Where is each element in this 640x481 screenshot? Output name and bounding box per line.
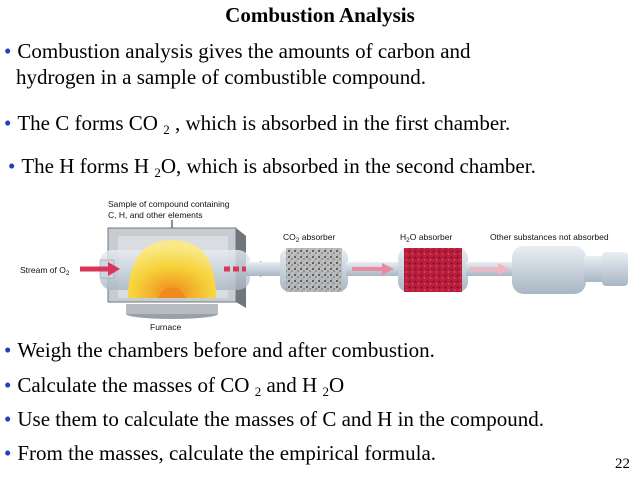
- bullet-text: Use them to calculate the masses of C an…: [17, 407, 544, 431]
- bullet-dot: •: [4, 111, 12, 135]
- sample-label: Sample of compound containing: [108, 199, 230, 209]
- bullet-text: O: [328, 373, 345, 397]
- bullet-text: The H forms H: [21, 154, 155, 178]
- bullet-weigh-chambers: •Weigh the chambers before and after com…: [4, 337, 435, 363]
- bullet-text: , which is absorbed in the first chamber…: [169, 111, 511, 135]
- bullet-text-continued: hydrogen in a sample of combustible comp…: [16, 65, 427, 89]
- sample-label-2: C, H, and other elements: [108, 210, 203, 220]
- bullet-text: O, which is absorbed in the second chamb…: [160, 154, 536, 178]
- combustion-apparatus-diagram: Sample of compound containing C, H, and …: [20, 199, 628, 332]
- oxygen-inlet: [80, 259, 120, 279]
- flow-arrow-3: [470, 263, 510, 275]
- bullet-hydrogen-forms-h2o: •The H forms H 2O, which is absorbed in …: [8, 153, 536, 179]
- bullet-text: Combustion analysis gives the amounts of…: [17, 39, 471, 63]
- bullet-text: The C forms CO: [17, 111, 164, 135]
- bullet-text: and H: [261, 373, 323, 397]
- other-substances-chamber: [512, 246, 628, 294]
- bullet-combustion-analysis: •Combustion analysis gives the amounts o…: [4, 38, 471, 90]
- bullet-dot: •: [4, 39, 12, 63]
- subscript: 2: [254, 384, 262, 399]
- page-number: 22: [615, 456, 630, 472]
- co2-absorber: [280, 248, 348, 292]
- h2o-absorber-label: H2O absorber: [400, 232, 452, 244]
- bullet-calculate-masses: •Calculate the masses of CO 2 and H 2O: [4, 372, 344, 398]
- bullet-text: Weigh the chambers before and after comb…: [17, 338, 435, 362]
- bullet-dot: •: [8, 154, 16, 178]
- stream-label: Stream of O2: [20, 265, 70, 277]
- flow-arrow-2: [352, 263, 394, 275]
- bullet-dot: •: [4, 441, 12, 465]
- bullet-text: Calculate the masses of CO: [17, 373, 255, 397]
- co2-absorber-label: CO2 absorber: [283, 232, 335, 244]
- bullet-dot: •: [4, 338, 12, 362]
- furnace-label: Furnace: [150, 322, 181, 332]
- bullet-empirical-formula: •From the masses, calculate the empirica…: [4, 440, 436, 466]
- h2o-absorber: [398, 248, 468, 292]
- subscript: 2: [322, 384, 329, 399]
- bullet-dot: •: [4, 373, 12, 397]
- flame: [128, 240, 216, 298]
- sample-pile: [158, 287, 186, 298]
- bullet-carbon-forms-co2: •The C forms CO 2 , which is absorbed in…: [4, 110, 510, 136]
- furnace: [100, 227, 250, 319]
- bullet-masses-c-h: •Use them to calculate the masses of C a…: [4, 406, 544, 432]
- other-substances-label: Other substances not absorbed: [490, 232, 609, 242]
- slide-title: Combustion Analysis: [225, 3, 415, 27]
- bullet-text: From the masses, calculate the empirical…: [17, 441, 437, 465]
- subscript: 2: [154, 165, 161, 180]
- subscript: 2: [163, 122, 170, 137]
- bullet-dot: •: [4, 407, 12, 431]
